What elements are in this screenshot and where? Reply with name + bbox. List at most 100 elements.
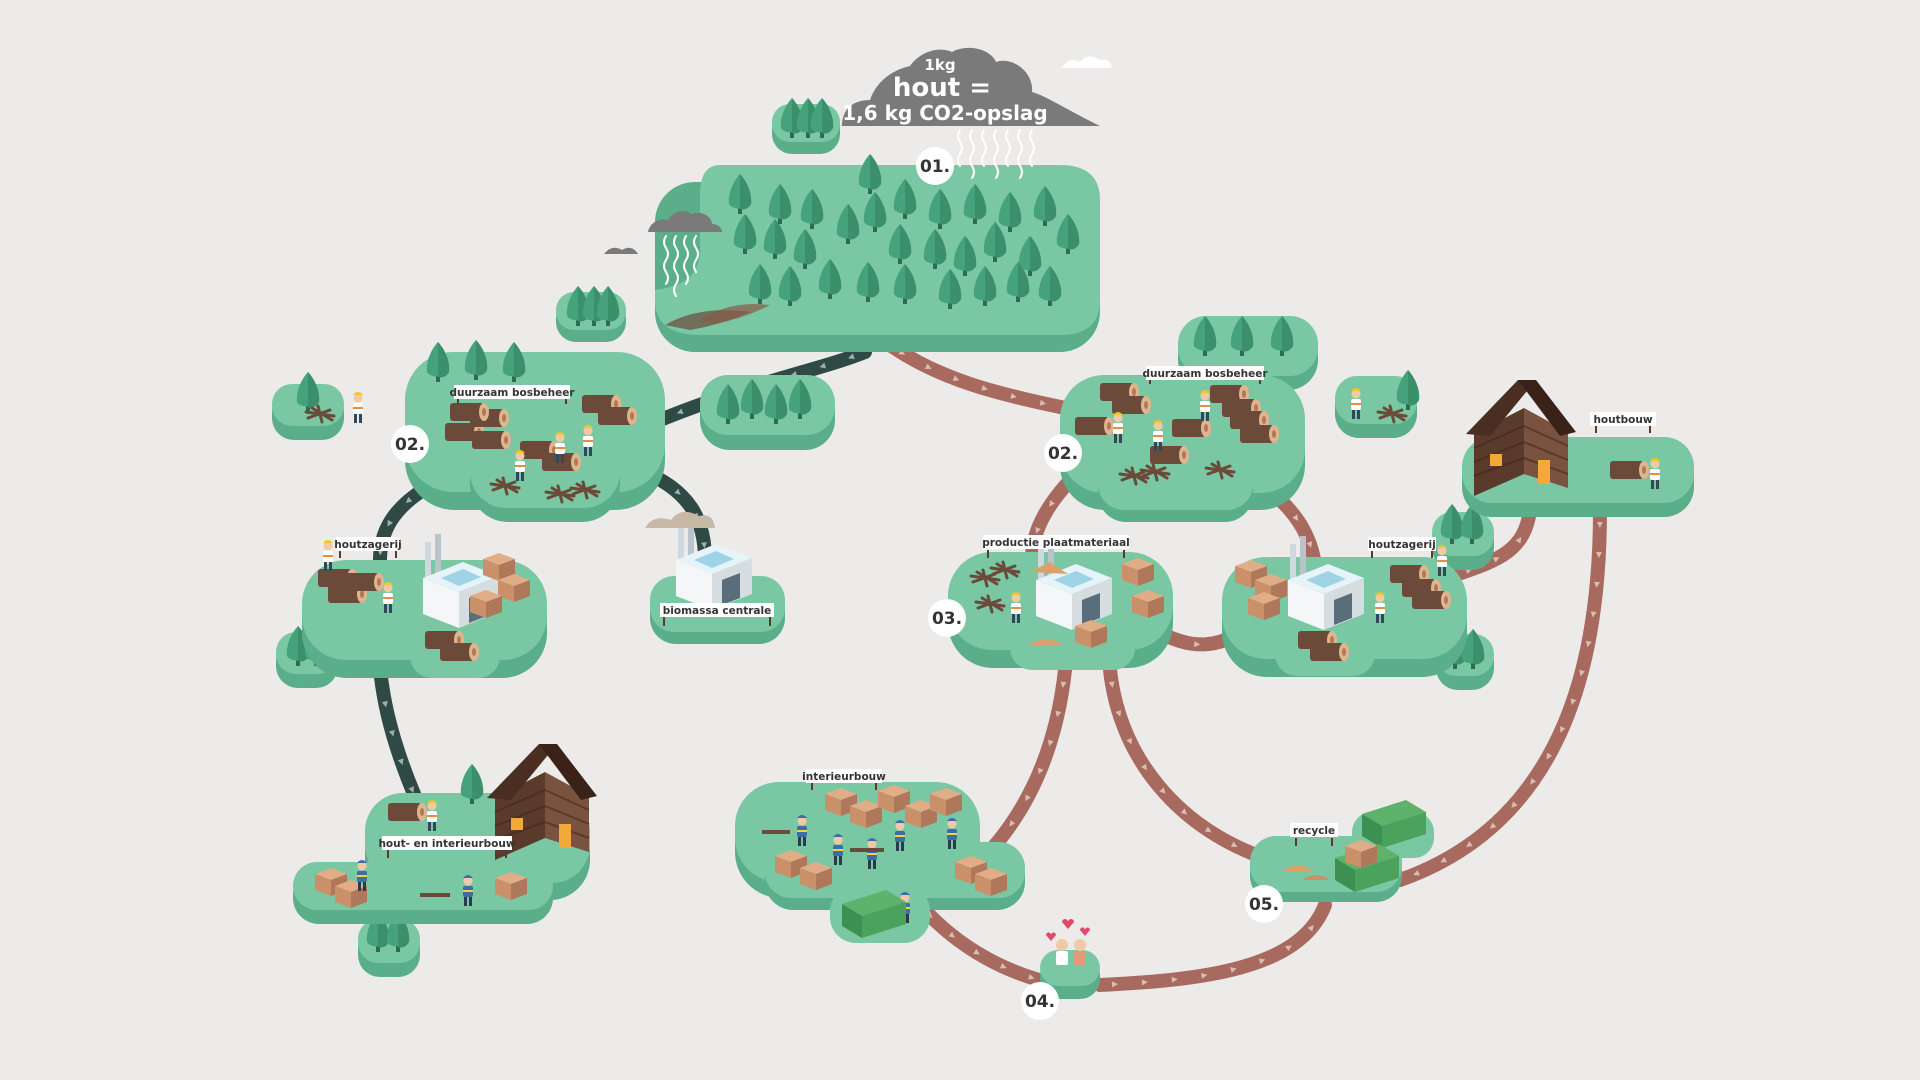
svg-text:02.: 02. [1048,444,1078,464]
path-arrow [388,729,395,737]
path-arrow [1055,710,1062,718]
sign-bosbeheer-left: duurzaam bosbeheer [449,385,575,404]
path-arrow [1546,752,1553,760]
path-arrow [1141,763,1147,771]
path-arrow [952,375,960,381]
path-arrow [381,700,388,708]
path-arrow [1515,537,1522,544]
svg-text:recycle: recycle [1293,825,1335,837]
path-arrow [1194,641,1201,648]
svg-text:01.: 01. [920,157,950,177]
island-interieurbouw [735,782,1025,943]
path-arrow [405,496,413,504]
path-arrow [408,786,414,793]
svg-text:05.: 05. [1249,895,1279,915]
step-badge-04: 04. [1021,982,1059,1020]
path-arrow [1204,826,1212,833]
white-cloud [1062,56,1112,68]
path-arrow [1115,710,1122,717]
path-arrow [1570,698,1577,705]
path-arrow [819,362,827,369]
svg-text:04.: 04. [1025,992,1055,1012]
small-tree-islands [272,98,1494,999]
sign-biomassa: biomassa centrale [660,603,774,626]
svg-text:houtzagerij: houtzagerij [334,539,401,551]
path-arrow [1038,767,1044,775]
path-arrow [1492,557,1500,563]
sign-interieurbouw: interieurbouw [802,769,886,790]
path-arrow [1596,521,1603,528]
path-arrow [1596,551,1603,558]
cloud-text-line2: hout = [893,73,991,103]
cloud-text-line3: 1,6 kg CO2-opslag [842,101,1048,125]
island-recycle [1250,800,1434,902]
island-bosbeheer-left [405,340,665,522]
svg-text:duurzaam bosbeheer: duurzaam bosbeheer [449,387,575,399]
path-arrow [1009,819,1016,827]
path-arrow [999,962,1007,969]
path-arrow [1585,640,1592,648]
path-arrow [981,384,988,391]
path-arrow [676,408,684,415]
path-arrow [1560,726,1566,733]
path-arrow [387,519,394,527]
path-arrow [1028,973,1035,980]
step-badge-02-right: 02. [1044,434,1082,472]
sign-houtbouw: houtbouw [1590,412,1656,433]
path-arrow [397,758,404,766]
step-badge-01: 01. [916,147,954,185]
path-arrow [1126,737,1132,745]
island-houtbouw [1462,379,1694,517]
path-arrow [1466,841,1473,847]
svg-text:houtzagerij: houtzagerij [1368,539,1435,551]
svg-text:03.: 03. [932,609,962,629]
path-arrow [1306,541,1313,548]
step-badge-02-left: 02. [391,425,429,463]
sign-houtzagerij-right: houtzagerij [1368,537,1436,558]
path-arrow [1171,976,1178,983]
path-arrow [1039,399,1047,406]
svg-text:interieurbouw: interieurbouw [802,771,886,783]
svg-text:hout- en interieurbouw: hout- en interieurbouw [378,838,515,850]
sign-houtzagerij-left: houtzagerij [334,537,402,558]
cloud-text-line1: 1kg [924,56,955,74]
path-arrow [1201,972,1208,979]
path-arrow [1141,979,1148,986]
sign-bosbeheer-right: duurzaam bosbeheer [1142,366,1268,384]
path-arrow [1049,500,1056,507]
island-bosbeheer-right [1060,375,1305,522]
sign-hout-interieurbouw: hout- en interieurbouw [378,836,516,858]
path-arrow [1292,514,1299,521]
rain-lines [957,129,1035,179]
path-arrow [1010,392,1017,399]
path-arrow [1489,822,1497,829]
path-arrow [1285,945,1292,952]
path-arrow [848,353,855,360]
step-badge-03: 03. [928,599,966,637]
island-productie-plaatmateriaal [948,536,1173,670]
path-arrow [1579,669,1586,677]
svg-text:biomassa centrale: biomassa centrale [663,605,771,617]
path-arrow [948,931,956,938]
path-arrow [1440,856,1448,863]
path-arrow [1594,581,1600,588]
sign-recycle: recycle [1290,823,1338,846]
co2-cloud: 1kg hout = 1,6 kg CO2-opslag [842,47,1100,127]
path-arrow [1230,967,1237,973]
island-houtzagerij-left [302,534,547,678]
svg-text:productie plaatmateriaal: productie plaatmateriaal [982,537,1130,549]
path-arrow [700,542,707,549]
path-arrow [1060,681,1067,688]
svg-text:duurzaam bosbeheer: duurzaam bosbeheer [1142,368,1268,380]
path-arrow [1307,925,1314,932]
island-hout-interieurbouw [293,743,598,924]
path-arrow [1258,958,1266,965]
svg-text:houtbouw: houtbouw [1593,414,1652,426]
path-arrow [1530,777,1537,785]
path-arrow [1511,801,1518,808]
path-arrow [1413,869,1420,876]
path-arrow [1025,794,1031,802]
path-arrow [674,488,681,495]
